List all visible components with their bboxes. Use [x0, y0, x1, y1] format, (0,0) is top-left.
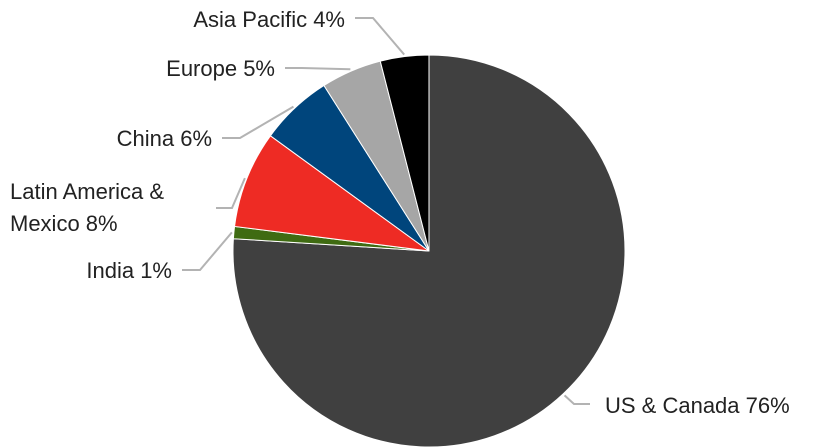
slice-label: Asia Pacific 4%: [193, 7, 345, 32]
leader-line: [355, 17, 405, 56]
slice-labels: US & Canada 76% India 1% Latin America &Me…: [10, 7, 790, 418]
leader-lines: [182, 17, 590, 405]
leader-line: [216, 177, 246, 209]
slice-label: China 6%: [117, 126, 212, 151]
leader-line: [563, 394, 590, 405]
slice-label: India 1%: [86, 258, 172, 283]
slice-label: Latin America &Mexico 8%: [10, 179, 164, 236]
slice-label: Europe 5%: [166, 56, 275, 81]
slice-label: US & Canada 76%: [605, 393, 790, 418]
pie-slices: [232, 54, 626, 448]
pie-slice-us-canada: [232, 54, 626, 448]
pie-slice-asia-pacific: [379, 54, 430, 252]
pie-slice-latin-america-mexico: [233, 135, 430, 252]
leader-line: [285, 67, 351, 71]
leader-line: [182, 231, 233, 271]
leader-line: [222, 105, 294, 139]
